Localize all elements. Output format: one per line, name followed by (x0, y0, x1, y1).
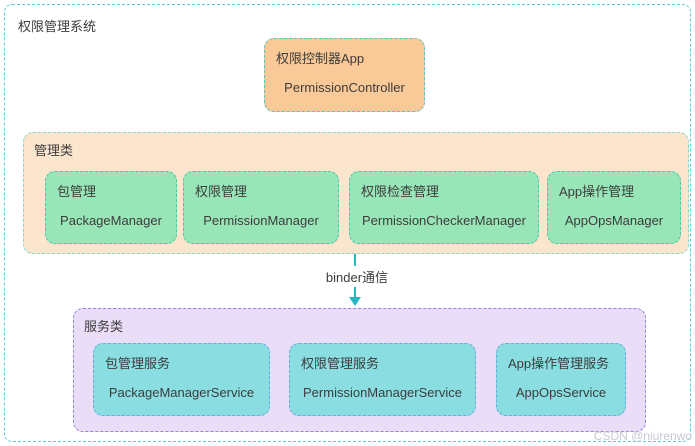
node-class-name: AppOpsService (515, 385, 607, 400)
group-services: 服务类 包管理服务 PackageManagerService 权限管理服务 P… (73, 308, 646, 432)
node-class-name: PermissionManager (203, 213, 319, 228)
node-permission-manager-service: 权限管理服务 PermissionManagerService (289, 343, 476, 416)
node-class-name: PackageManagerService (108, 385, 255, 400)
node-label: 包管理 (57, 184, 97, 199)
node-class-name: PermissionController (284, 80, 405, 95)
node-class-name: PermissionCheckerManager (361, 213, 526, 228)
node-class-name: PackageManager (60, 213, 162, 228)
system-container: 权限管理系统 权限控制器App PermissionController 管理类… (4, 4, 691, 442)
node-label: 权限控制器App (276, 51, 365, 66)
node-label: App操作管理服务 (508, 356, 610, 371)
node-package-manager: 包管理 PackageManager (45, 171, 177, 244)
node-class-name: PermissionManagerService (303, 385, 462, 400)
binder-connection-label: binder通信 (313, 266, 401, 287)
node-label: 权限管理 (195, 184, 248, 199)
csdn-watermark: CSDN @niurenwo (593, 429, 692, 443)
node-app-ops-service: App操作管理服务 AppOpsService (496, 343, 626, 416)
group-managers: 管理类 包管理 PackageManager 权限管理 PermissionMa… (23, 132, 689, 254)
system-title: 权限管理系统 (18, 19, 97, 34)
node-label: 权限检查管理 (361, 184, 440, 199)
node-package-manager-service: 包管理服务 PackageManagerService (93, 343, 270, 416)
group-label: 管理类 (34, 143, 74, 158)
node-label: 权限管理服务 (301, 356, 380, 371)
node-permission-checker-manager: 权限检查管理 PermissionCheckerManager (349, 171, 539, 244)
node-permission-controller: 权限控制器App PermissionController (264, 38, 425, 112)
node-class-name: AppOpsManager (564, 213, 664, 228)
node-app-ops-manager: App操作管理 AppOpsManager (547, 171, 681, 244)
group-label: 服务类 (84, 319, 124, 334)
node-label: 包管理服务 (105, 356, 171, 371)
node-permission-manager: 权限管理 PermissionManager (183, 171, 339, 244)
node-label: App操作管理 (559, 184, 635, 199)
